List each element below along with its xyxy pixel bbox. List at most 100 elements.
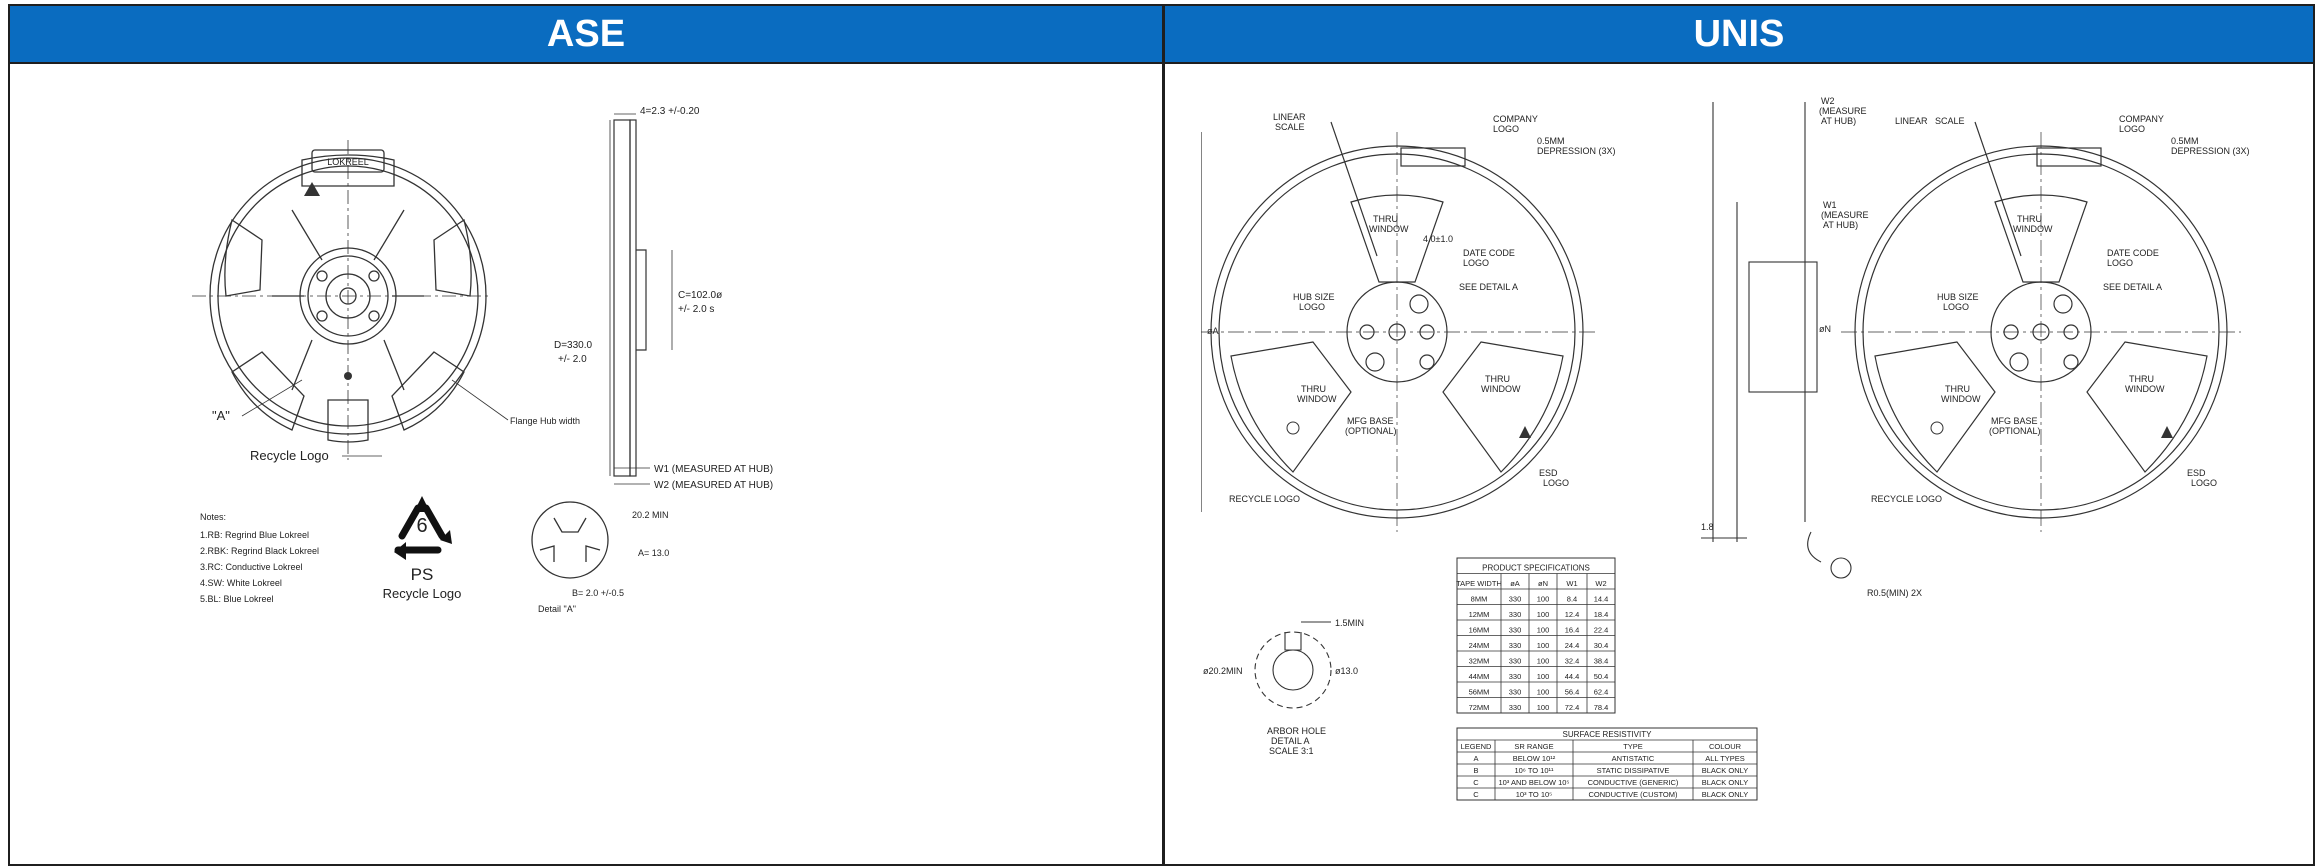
hub-size-label: HUB SIZE — [1293, 292, 1335, 302]
svg-text:MFG BASE: MFG BASE — [1991, 416, 2038, 426]
res-cell: BLACK ONLY — [1702, 766, 1749, 775]
esd-logo-label: ESD — [1539, 468, 1558, 478]
note-item: 1.RB: Regrind Blue Lokreel — [200, 530, 309, 540]
spec-cell: 18.4 — [1594, 610, 1609, 619]
svg-text:THRU: THRU — [1301, 384, 1326, 394]
svg-text:WINDOW: WINDOW — [1481, 384, 1521, 394]
spec-cell: 100 — [1537, 688, 1550, 697]
detail-a-marker: "A" — [212, 408, 230, 423]
svg-text:HUB SIZE: HUB SIZE — [1937, 292, 1979, 302]
svg-text:WINDOW: WINDOW — [1941, 394, 1981, 404]
spec-cell: 32.4 — [1565, 657, 1580, 666]
spec-cell: 44.4 — [1565, 672, 1580, 681]
spec-cell: 330 — [1509, 672, 1522, 681]
detail-a-dim: A= 13.0 — [638, 548, 669, 558]
phi-n-label: øN — [1819, 324, 1831, 334]
unis-reel-drawing: LINEAR SCALE COMPANY LOGO 0.5MM DEPRESSI… — [1201, 92, 2251, 818]
recycle-caption: Recycle Logo — [383, 586, 462, 601]
spec-cell: 16.4 — [1565, 626, 1580, 635]
res-cell: A — [1473, 754, 1478, 763]
svg-text:(OPTIONAL): (OPTIONAL) — [1345, 426, 1397, 436]
spec-cell: 14.4 — [1594, 595, 1609, 604]
dim-hub: C=102.0ø — [678, 290, 722, 301]
svg-text:LOGO: LOGO — [2119, 124, 2145, 134]
spec-cell: 330 — [1509, 626, 1522, 635]
spec-cell: 100 — [1537, 703, 1550, 712]
res-cell: C — [1473, 790, 1479, 799]
spec-header: W2 — [1595, 579, 1606, 588]
mfg-base-label: MFG BASE — [1347, 416, 1394, 426]
w1-label: W1 (MEASURED AT HUB) — [654, 464, 773, 475]
spec-cell: 12.4 — [1565, 610, 1580, 619]
res-header: COLOUR — [1709, 742, 1742, 751]
spec-cell: 44MM — [1469, 672, 1490, 681]
svg-text:(MEASURE: (MEASURE — [1819, 106, 1867, 116]
spec-cell: 8MM — [1471, 595, 1488, 604]
svg-text:COMPANY: COMPANY — [2119, 114, 2164, 124]
detail-min: 20.2 MIN — [632, 510, 669, 520]
svg-text:WINDOW: WINDOW — [2125, 384, 2165, 394]
note-item: 2.RBK: Regrind Black Lokreel — [200, 546, 319, 556]
recycle-ps: PS — [411, 565, 434, 584]
recycle-number: 6 — [416, 515, 427, 537]
svg-text:SCALE: SCALE — [1935, 116, 1965, 126]
spec-cell: 62.4 — [1594, 688, 1609, 697]
detail-caption: Detail "A" — [538, 604, 576, 614]
svg-text:SCALE: SCALE — [1275, 122, 1305, 132]
spec-cell: 50.4 — [1594, 672, 1609, 681]
note-item: 5.BL: Blue Lokreel — [200, 594, 274, 604]
svg-text:(MEASURE: (MEASURE — [1821, 210, 1869, 220]
svg-text:AT HUB): AT HUB) — [1821, 116, 1856, 126]
svg-text:LOGO: LOGO — [2191, 478, 2217, 488]
spec-header: øA — [1510, 579, 1520, 588]
spec-cell: 30.4 — [1594, 641, 1609, 650]
svg-text:LOGO: LOGO — [1299, 302, 1325, 312]
res-cell: BLACK ONLY — [1702, 778, 1749, 787]
phi-a-label: øA — [1207, 326, 1219, 336]
res-header: TYPE — [1623, 742, 1643, 751]
svg-text:LINEAR: LINEAR — [1895, 116, 1928, 126]
svg-text:LOGO: LOGO — [1943, 302, 1969, 312]
reel-brand-label: LOKREEL — [327, 157, 369, 167]
svg-text:LOGO: LOGO — [1463, 258, 1489, 268]
res-cell: ALL TYPES — [1705, 754, 1745, 763]
spec-cell: 330 — [1509, 641, 1522, 650]
svg-text:RECYCLE LOGO: RECYCLE LOGO — [1871, 494, 1942, 504]
spec-cell: 100 — [1537, 672, 1550, 681]
spec-cell: 24MM — [1469, 641, 1490, 650]
detail-b-dim: B= 2.0 +/-0.5 — [572, 588, 624, 598]
spec-cell: 330 — [1509, 688, 1522, 697]
arbor-13: ø13.0 — [1335, 666, 1358, 676]
svg-text:ESD: ESD — [2187, 468, 2206, 478]
ase-panel-title: ASE — [10, 6, 1162, 64]
spec-title: PRODUCT SPECIFICATIONS — [1482, 564, 1590, 573]
recycle-symbol-icon — [394, 496, 452, 560]
r05-label: R0.5(MIN) 2X — [1867, 588, 1922, 598]
spec-cell: 100 — [1537, 641, 1550, 650]
res-cell: 10⁶ TO 10¹¹ — [1514, 766, 1554, 775]
arbor-min: 1.5MIN — [1335, 618, 1364, 628]
arbor-caption: ARBOR HOLE — [1267, 726, 1326, 736]
date-code-label: DATE CODE — [1463, 248, 1515, 258]
see-detail-label: SEE DETAIL A — [1459, 282, 1518, 292]
spec-cell: 12MM — [1469, 610, 1490, 619]
ase-reel-drawing: LOKREEL 4=2.3 +/-0.20 C=102.0ø +/- 2.0 s… — [192, 100, 824, 686]
spec-header: W1 — [1566, 579, 1577, 588]
spec-cell: 22.4 — [1594, 626, 1609, 635]
svg-text:DEPRESSION (3X): DEPRESSION (3X) — [1537, 146, 1616, 156]
spec-cell: 72MM — [1469, 703, 1490, 712]
dim-4: 4.0±1.0 — [1423, 234, 1453, 244]
svg-text:(OPTIONAL): (OPTIONAL) — [1989, 426, 2041, 436]
res-cell: CONDUCTIVE (GENERIC) — [1588, 778, 1679, 787]
res-cell: 10³ TO 10⁵ — [1516, 790, 1553, 799]
spec-cell: 330 — [1509, 657, 1522, 666]
svg-text:WINDOW: WINDOW — [2013, 224, 2053, 234]
svg-text:THRU: THRU — [2129, 374, 2154, 384]
svg-text:DETAIL A: DETAIL A — [1271, 736, 1310, 746]
spec-cell: 24.4 — [1565, 641, 1580, 650]
dim-diameter: D=330.0 — [554, 340, 593, 351]
spec-cell: 100 — [1537, 626, 1550, 635]
svg-text:LOGO: LOGO — [1493, 124, 1519, 134]
